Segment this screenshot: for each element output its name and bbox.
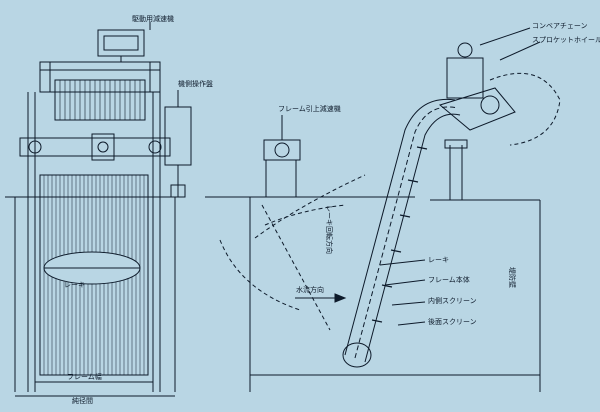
drive-sprocket	[480, 95, 500, 115]
front-view	[5, 22, 192, 397]
rake-chain-path	[354, 106, 459, 359]
screen-panel	[39, 174, 149, 376]
swing-arc-3	[219, 239, 301, 311]
rake-teeth-side	[371, 146, 428, 323]
label-sprocket-wheel: スプロケットホイール	[532, 36, 600, 44]
label-rake-front: レーキ	[64, 281, 85, 289]
screen-frame-inner	[364, 113, 461, 363]
sprocket-leader	[499, 41, 541, 61]
inner-screen-leader	[391, 301, 426, 306]
rear-screen-leader	[397, 321, 426, 326]
label-drive-reducer: 駆動用減速機	[132, 14, 174, 23]
bottom-sprocket	[342, 342, 372, 368]
rake-leader	[379, 259, 426, 266]
label-conveyor-chain: コンベアチェーン	[532, 22, 588, 30]
label-water-flow: 水流方向	[296, 285, 324, 294]
head-housing	[438, 87, 516, 131]
label-channel-width: 純径間	[72, 396, 93, 405]
drive-reducer-inner	[103, 35, 139, 51]
right-sprocket	[148, 140, 162, 154]
label-frame-body: フレーム本体	[428, 275, 470, 284]
label-rear-screen: 後面スクリーン	[428, 317, 477, 326]
shaft-beam	[19, 137, 171, 157]
chain-leader	[479, 27, 531, 46]
screen-frame-outer	[344, 98, 456, 356]
support-cap	[444, 139, 468, 149]
control-panel-base	[170, 184, 186, 198]
head-unit	[446, 57, 484, 99]
label-frame-width: フレーム幅	[67, 372, 102, 381]
water-flow-arrow-head	[334, 293, 347, 303]
label-embankment: 堤防壁	[508, 267, 517, 288]
swing-arc-1	[254, 174, 366, 239]
rake-teeth	[59, 80, 141, 120]
head-sprocket	[457, 42, 473, 58]
frame-leader	[384, 279, 426, 286]
label-side-control-panel: 機側操作盤	[178, 79, 213, 88]
center-gear	[97, 141, 109, 153]
side-view	[205, 27, 561, 392]
label-rake-rotation: レーキ回転方向	[325, 205, 334, 254]
swing-arc-2	[264, 204, 346, 226]
lift-reducer-gear	[274, 142, 290, 158]
label-rake: レーキ	[428, 256, 449, 264]
label-inner-screen: 内側スクリーン	[428, 296, 477, 305]
center-gearbox	[91, 133, 115, 161]
tilt-line	[261, 204, 331, 331]
lift-reducer-stand	[265, 159, 297, 198]
label-frame-lift-reducer: フレーム引上減速機	[278, 104, 341, 113]
